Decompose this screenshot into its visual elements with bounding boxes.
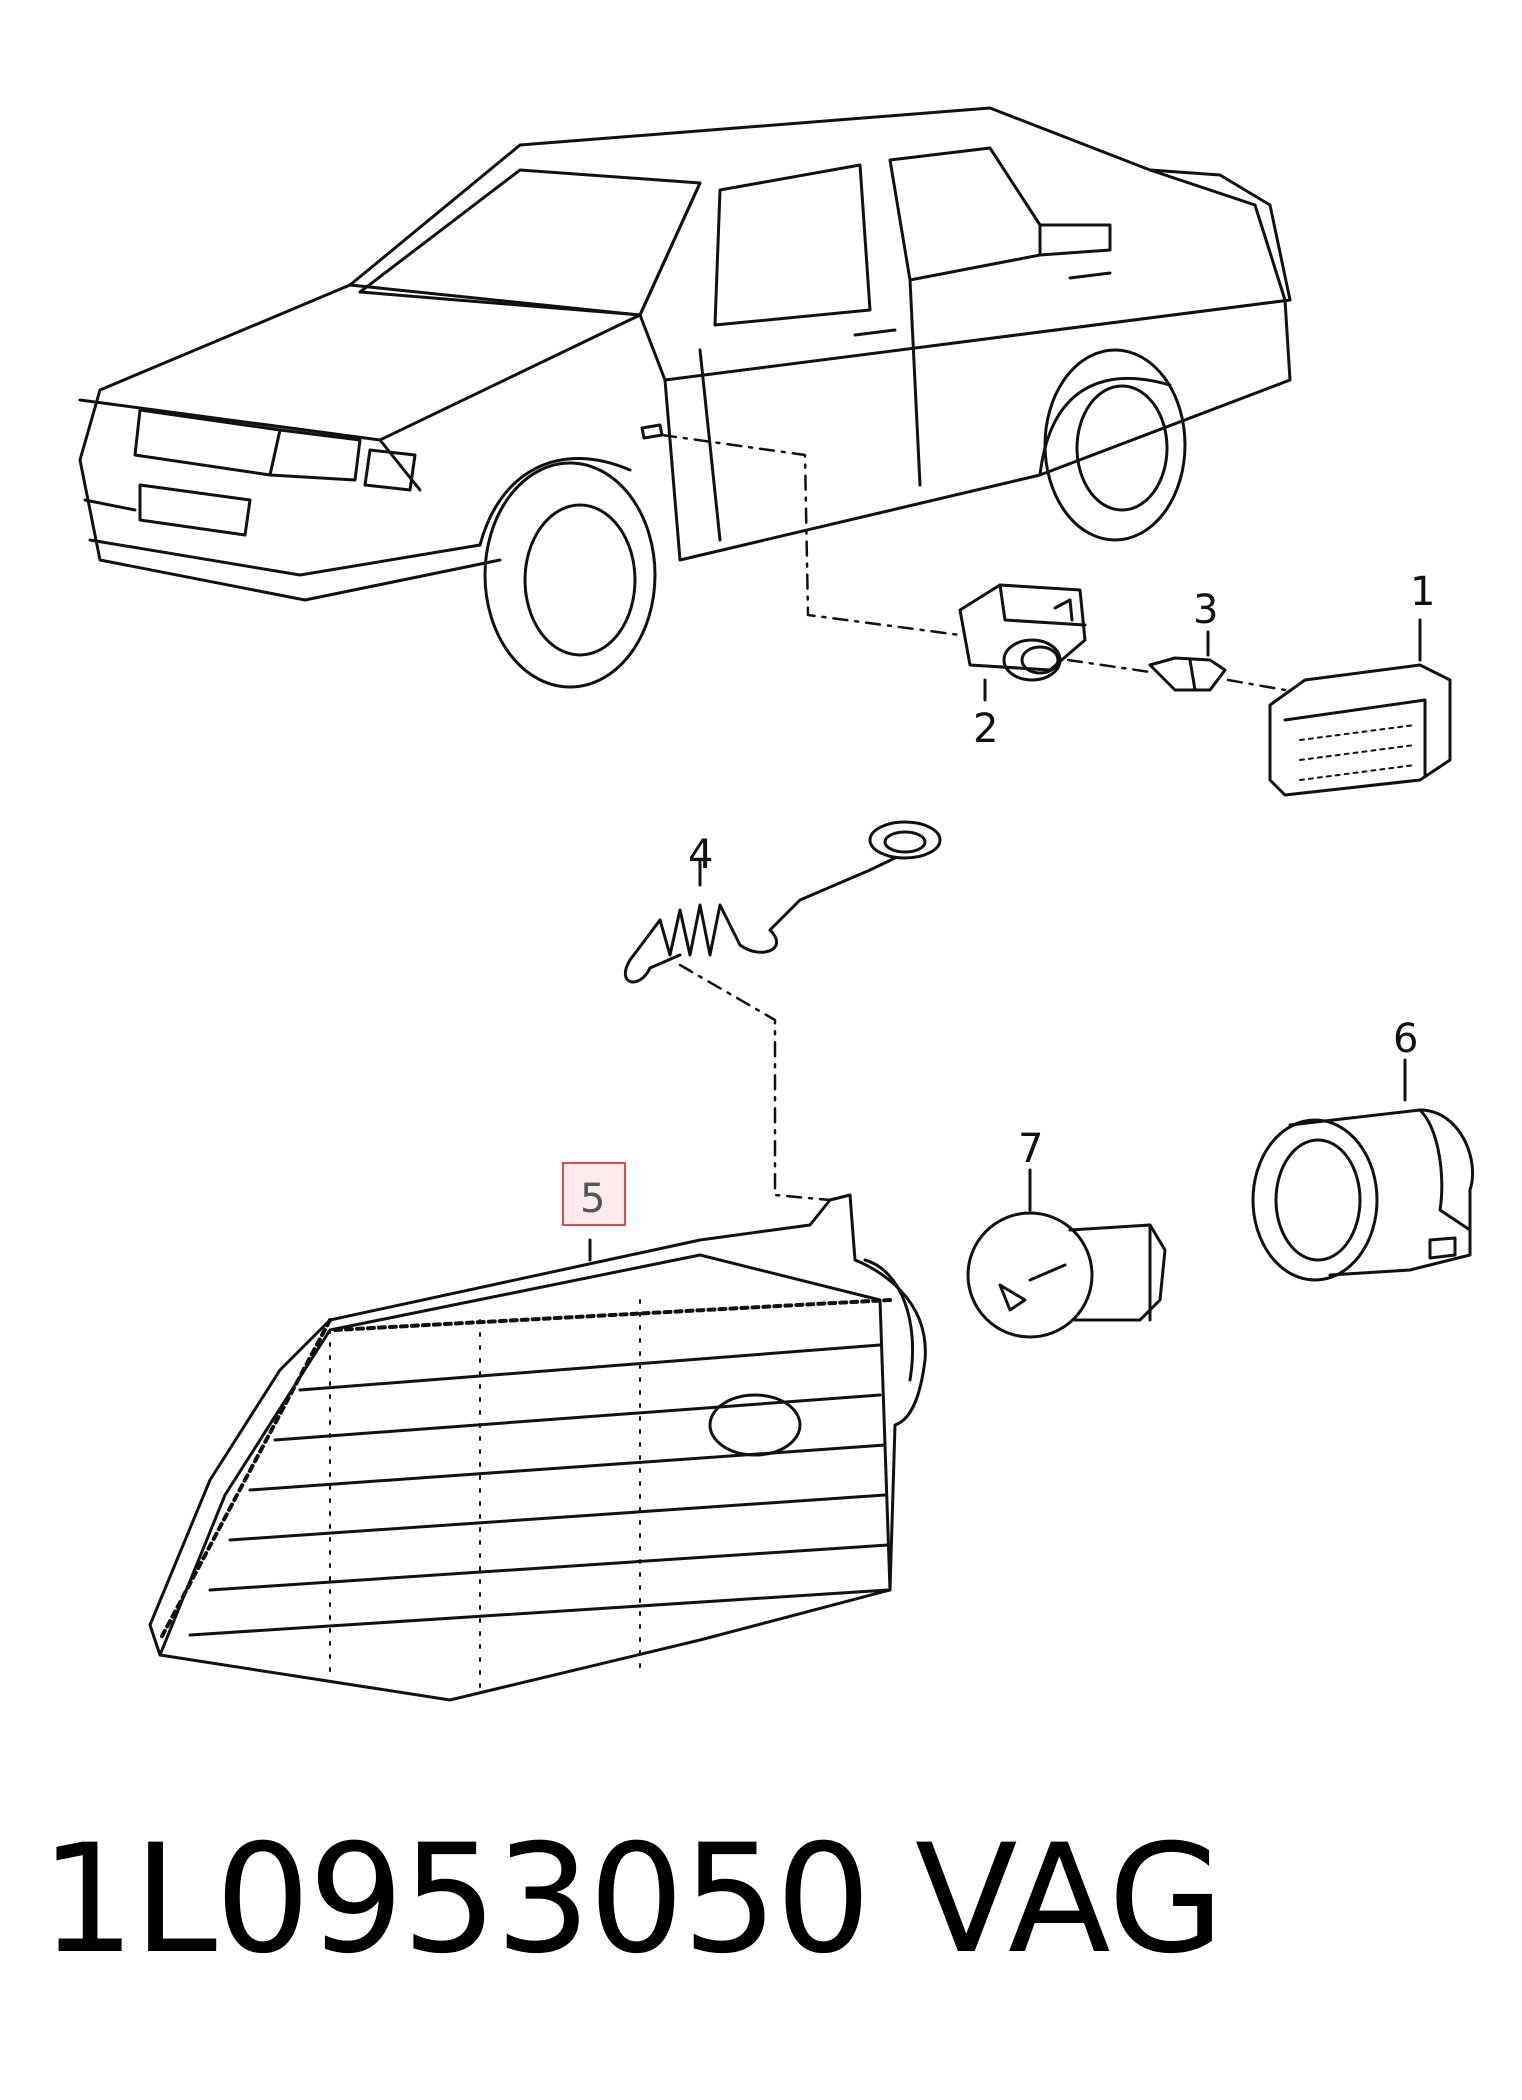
callout-2: 2 <box>973 706 998 752</box>
leader-bulb-to-lens <box>1226 678 1287 692</box>
part-4-spring-clip <box>623 820 942 984</box>
callout-7: 7 <box>1018 1126 1043 1172</box>
leader-fender-to-holder <box>660 433 962 637</box>
car-illustration <box>78 106 1292 689</box>
callout-3: 3 <box>1193 587 1218 633</box>
part-7-bulb <box>966 1168 1167 1339</box>
callout-6: 6 <box>1393 1016 1418 1062</box>
part-2-bulb-holder <box>958 583 1087 702</box>
leader-spring-to-lamp <box>678 963 832 1202</box>
leader-holder-to-bulb <box>1066 658 1152 674</box>
part-number: 1L0953050 <box>40 1813 871 1987</box>
callout-4: 4 <box>688 832 713 878</box>
part-6-bulb-socket <box>1251 1058 1475 1282</box>
callout-1: 1 <box>1410 569 1435 615</box>
part-5-front-indicator-lamp <box>148 1193 927 1702</box>
part-3-wedge-bulb <box>1148 630 1227 692</box>
highlight-box-callout-5 <box>562 1162 626 1226</box>
brand-name: VAG <box>915 1813 1225 1987</box>
part-1-side-repeater-lens <box>1268 618 1452 797</box>
callout-5: 5 <box>580 1176 605 1222</box>
